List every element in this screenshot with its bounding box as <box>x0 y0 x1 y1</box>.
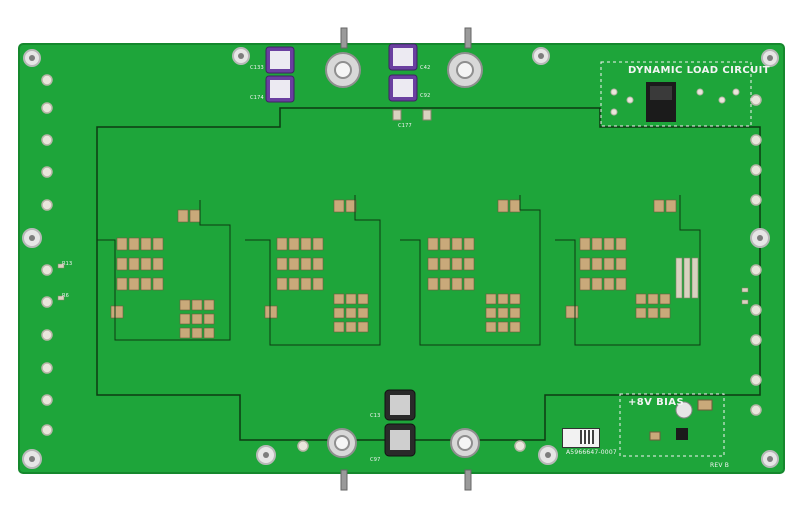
refdes-c13: C13 <box>370 413 381 419</box>
refdes-c133: C133 <box>250 65 264 71</box>
refdes-r13: R13 <box>62 261 73 267</box>
phase-outlines <box>97 195 701 346</box>
refdes-c97: C97 <box>370 457 381 463</box>
refdes-c177: C177 <box>398 123 412 129</box>
edge-vias <box>41 74 762 452</box>
part-number: A5966647-0007 <box>566 449 617 456</box>
mounting-studs <box>340 27 472 491</box>
terminal-posts <box>325 52 483 458</box>
copper-pour-outline <box>96 107 761 441</box>
bias-area <box>619 393 725 457</box>
mounting-holes <box>22 47 779 469</box>
dynamic-load-title: DYNAMIC LOAD CIRCUIT <box>628 65 770 76</box>
top-capacitors <box>265 43 418 103</box>
header-strip <box>675 257 699 299</box>
bias-title: +8V BIAS <box>628 397 685 408</box>
phase-block-2 <box>264 199 369 333</box>
small-parts <box>57 263 749 305</box>
c177-pads <box>392 109 432 121</box>
refdes-c174: C174 <box>250 95 264 101</box>
revision-label: REV B <box>710 462 730 469</box>
refdes-c42: C42 <box>420 65 431 71</box>
dynamic-load-area <box>600 61 752 127</box>
phase-block-1 <box>110 209 215 339</box>
refdes-r6: R6 <box>62 293 70 299</box>
refdes-c92: C92 <box>420 93 431 99</box>
qr-code <box>580 430 594 444</box>
phase-block-3 <box>427 199 521 333</box>
bottom-electrolytic-caps <box>384 389 416 457</box>
